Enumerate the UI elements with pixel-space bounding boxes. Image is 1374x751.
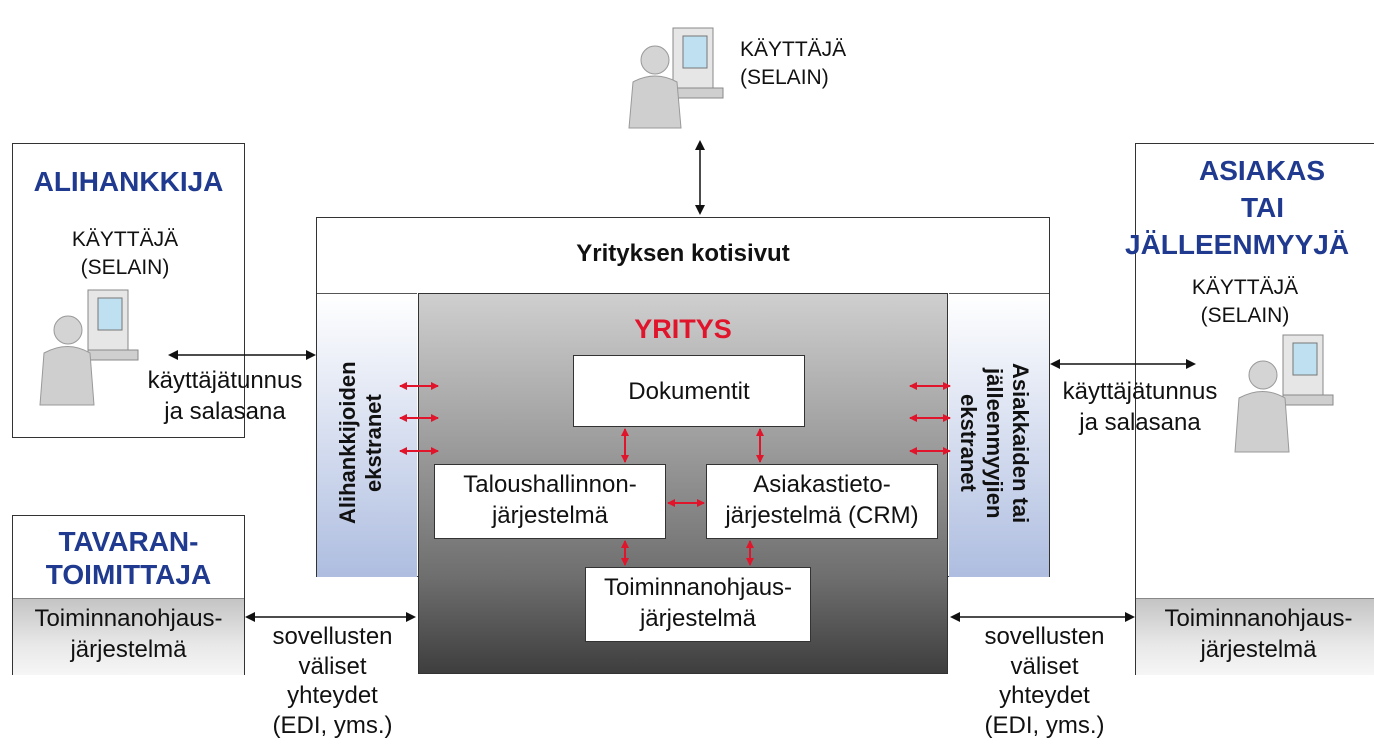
extranet-text: jälleenmyyjien [982, 367, 1007, 519]
erp-text: järjestelmä [1200, 636, 1317, 663]
crm-system-box [706, 464, 938, 539]
extranet-text: ekstranet [956, 394, 981, 492]
finance-system-label: Taloushallinnon- järjestelmä [434, 469, 666, 531]
edi-text: väliset [298, 652, 367, 680]
system-text: järjestelmä (CRM) [725, 502, 919, 529]
login-text: ja salasana [164, 398, 286, 425]
left-edi-label: sovellusten väliset yhteydet (EDI, yms.) [245, 622, 420, 740]
supplier-title-line: TOIMITTAJA [45, 559, 212, 590]
right-edi-label: sovellusten väliset yhteydet (EDI, yms.) [957, 622, 1132, 740]
erp-system-label: Toiminnanohjaus- järjestelmä [585, 572, 811, 634]
homepage-label: Yrityksen kotisivut [576, 240, 790, 267]
login-text: käyttäjätunnus [147, 367, 303, 394]
erp-system-box [585, 567, 811, 642]
user-client-text: (SELAIN) [1200, 304, 1290, 327]
right-extranet-label: Asiakkaiden tai jälleenmyyjien ekstranet [955, 318, 1033, 568]
left-extranet-panel [317, 293, 417, 577]
computer-user-icon [628, 27, 724, 129]
subcontractor-user-label: KÄYTTÄJÄ (SELAIN) [40, 226, 210, 282]
supplier-title-line: TAVARAN- [58, 526, 199, 557]
edi-text: sovellusten [272, 623, 393, 650]
customer-erp-label: Toiminnanohjaus- järjestelmä [1136, 603, 1374, 665]
supplier-erp-label: Toiminnanohjaus- järjestelmä [12, 603, 245, 665]
subcontractor-title: ALIHANKKIJA [33, 166, 224, 197]
documents-label: Dokumentit [628, 378, 750, 405]
edi-text: väliset [1010, 652, 1079, 680]
system-text: järjestelmä [639, 605, 757, 632]
system-text: Taloushallinnon- [463, 471, 637, 498]
login-text: ja salasana [1079, 409, 1201, 436]
user-client-text: (SELAIN) [80, 256, 170, 279]
computer-user-icon [39, 289, 139, 406]
user-role-text: KÄYTTÄJÄ [1191, 276, 1299, 299]
erp-text: järjestelmä [70, 636, 187, 663]
customer-user-label: KÄYTTÄJÄ (SELAIN) [1175, 274, 1315, 330]
edi-text: (EDI, yms.) [984, 711, 1105, 739]
erp-text: Toiminnanohjaus- [1164, 605, 1353, 632]
top-user-label: KÄYTTÄJÄ (SELAIN) [740, 36, 846, 92]
user-role-text: KÄYTTÄJÄ [71, 228, 179, 251]
edi-text: (EDI, yms.) [272, 711, 393, 739]
computer-user-icon [1234, 334, 1334, 453]
right-extranet-panel [949, 293, 1049, 577]
customer-title-line: TAI [1241, 192, 1285, 223]
documents-box [573, 355, 805, 427]
login-text: käyttäjätunnus [1062, 378, 1218, 405]
extranet-text: Asiakkaiden tai [1008, 362, 1033, 524]
customer-title-line: JÄLLEENMYYJÄ [1125, 229, 1350, 260]
system-text: järjestelmä [491, 502, 609, 529]
edi-text: yhteydet [287, 682, 378, 709]
user-role-text: KÄYTTÄJÄ [740, 38, 847, 61]
supplier-erp-panel [13, 598, 244, 675]
customer-erp-panel [1136, 598, 1374, 675]
supplier-title: TAVARAN- TOIMITTAJA [12, 525, 245, 591]
user-client-text: (SELAIN) [740, 66, 829, 89]
company-title: YRITYS [634, 314, 732, 344]
erp-text: Toiminnanohjaus- [34, 605, 223, 632]
edi-text: yhteydet [999, 682, 1090, 709]
edi-text: sovellusten [984, 623, 1105, 650]
finance-system-box [434, 464, 666, 539]
left-login-label: käyttäjätunnus ja salasana [130, 365, 320, 427]
customer-title: ASIAKAS TAI [1115, 152, 1374, 226]
system-text: Toiminnanohjaus- [603, 574, 793, 601]
crm-system-label: Asiakastieto- järjestelmä (CRM) [706, 469, 938, 531]
customer-title-line: ASIAKAS [1199, 155, 1326, 186]
system-text: Asiakastieto- [753, 471, 891, 498]
right-login-label: käyttäjätunnus ja salasana [1045, 376, 1235, 438]
